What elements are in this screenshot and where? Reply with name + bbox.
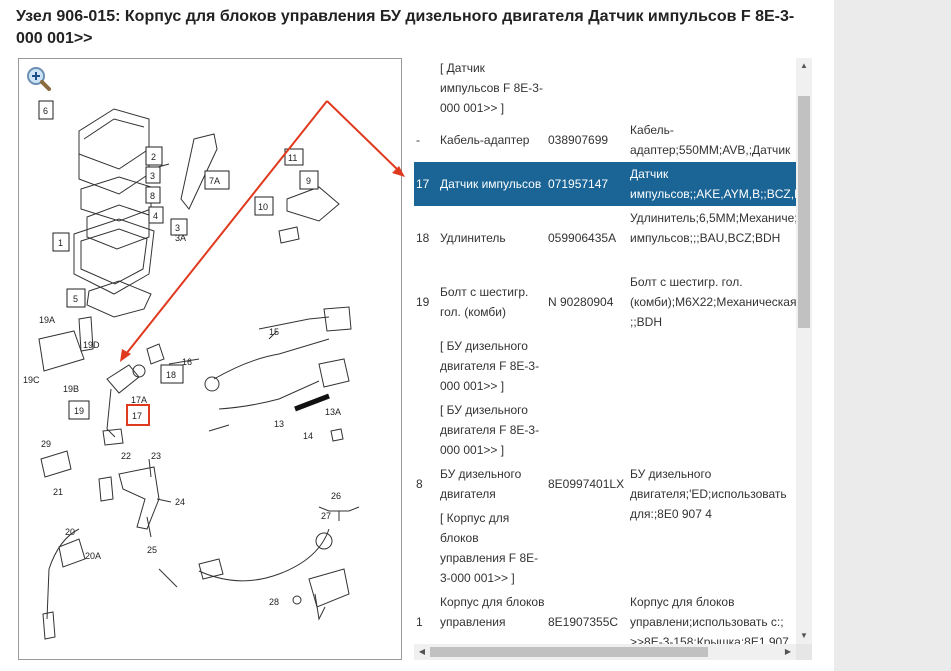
callout-23: 23 [151, 451, 161, 461]
callout-29: 29 [41, 439, 51, 449]
scroll-left-icon[interactable]: ◀ [418, 647, 426, 656]
callout-14: 14 [303, 431, 313, 441]
callout-25: 25 [147, 545, 157, 555]
vertical-scroll-thumb[interactable] [798, 96, 810, 328]
callout-2: 2 [151, 152, 156, 162]
callout-5: 5 [73, 294, 78, 304]
table-row[interactable]: 8 БУ дизельного двигателя 8E0997401LX БУ… [416, 467, 787, 521]
page-title: Узел 906-015: Корпус для блоков управлен… [16, 8, 795, 47]
callout-20a: 20A [85, 551, 101, 561]
callout-1: 1 [58, 238, 63, 248]
table-row[interactable]: 19 Болт с шестигр. гол. (комби) N 902809… [416, 275, 796, 329]
exploded-view-drawing: 6 2 7A 3 8 4 3 3A 1 11 9 10 5 15 16 18 1… [23, 100, 360, 640]
callout-20: 20 [65, 527, 75, 537]
table-row[interactable]: [ БУ дизельного двигателя F 8E-3-000 001… [414, 400, 796, 460]
group-link[interactable]: [ Датчик импульсов F 8E-3-000 001>> ] [440, 61, 543, 115]
callout-26: 26 [331, 491, 341, 501]
callout-19b: 19B [63, 384, 79, 394]
scrollbar-corner [796, 644, 812, 660]
horizontal-scrollbar[interactable]: ◀ ▶ [414, 644, 796, 660]
scroll-down-icon[interactable]: ▼ [800, 631, 808, 640]
callout-13a: 13A [325, 407, 341, 417]
group-link[interactable]: [ Корпус для блоков управления F 8E-3-00… [440, 511, 539, 585]
parts-diagram[interactable]: 6 2 7A 3 8 4 3 3A 1 11 9 10 5 15 16 18 1… [18, 58, 402, 660]
callout-3a: 3A [175, 233, 186, 243]
callout-15: 15 [269, 327, 279, 337]
callout-7a: 7A [209, 176, 220, 186]
table-row[interactable]: 1 Корпус для блоков управления 8E1907355… [416, 595, 789, 644]
horizontal-scroll-thumb[interactable] [430, 647, 708, 657]
callout-16: 16 [182, 357, 192, 367]
callout-19: 19 [74, 406, 84, 416]
callout-28: 28 [269, 597, 279, 607]
table-row[interactable]: [ Корпус для блоков управления F 8E-3-00… [414, 508, 796, 588]
callout-17: 17 [132, 411, 142, 421]
callout-19a: 19A [39, 315, 55, 325]
group-link[interactable]: [ БУ дизельного двигателя F 8E-3-000 001… [440, 339, 540, 393]
callout-13: 13 [274, 419, 284, 429]
scroll-up-icon[interactable]: ▲ [800, 61, 808, 70]
callout-19c: 19C [23, 375, 40, 385]
callout-21: 21 [53, 487, 63, 497]
scroll-right-icon[interactable]: ▶ [784, 647, 792, 656]
magnifier-plus-icon[interactable] [25, 65, 51, 91]
callout-19d: 19D [83, 340, 100, 350]
table-row[interactable]: [ Датчик импульсов F 8E-3-000 001>> ] [414, 58, 796, 118]
callout-3: 3 [150, 171, 155, 181]
callout-27: 27 [321, 511, 331, 521]
callout-11: 11 [288, 153, 297, 163]
callout-18: 18 [166, 370, 176, 380]
group-link[interactable]: [ БУ дизельного двигателя F 8E-3-000 001… [440, 403, 540, 457]
table-row[interactable]: [ БУ дизельного двигателя F 8E-3-000 001… [414, 336, 796, 396]
vertical-scrollbar[interactable]: ▲ ▼ [796, 58, 812, 644]
table-row-selected[interactable]: 17 Датчик импульсов 071957147 Датчик имп… [414, 162, 796, 221]
callout-4: 4 [153, 211, 158, 221]
callout-6: 6 [43, 106, 48, 116]
table-row[interactable]: 18 Удлинитель 059906435A Удлинитель;6,5M… [416, 211, 796, 245]
table-row[interactable]: - Кабель-адаптер 038907699 Кабель-адапте… [416, 123, 791, 177]
parts-list: [ Датчик импульсов F 8E-3-000 001>> ] - … [414, 58, 796, 644]
callout-17a: 17A [131, 395, 147, 405]
callout-22: 22 [121, 451, 131, 461]
page-right-gutter [834, 0, 951, 671]
callout-9: 9 [306, 176, 311, 186]
callout-24: 24 [175, 497, 185, 507]
callout-3b: 3 [175, 223, 180, 233]
callout-10: 10 [258, 202, 268, 212]
parts-list-panel: [ Датчик импульсов F 8E-3-000 001>> ] - … [414, 58, 812, 661]
callout-8: 8 [150, 191, 155, 201]
